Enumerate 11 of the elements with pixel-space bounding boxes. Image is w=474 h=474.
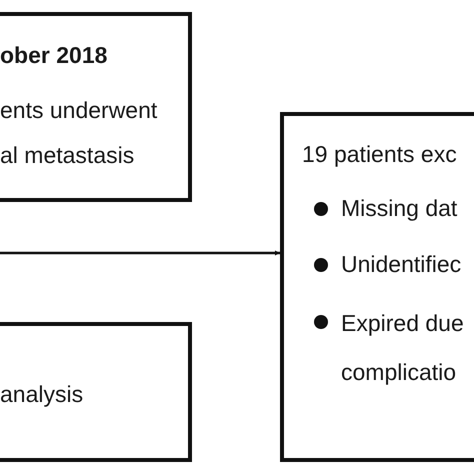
process-box — [0, 12, 192, 202]
list-item: Expired due complicatio — [341, 309, 465, 387]
process-box — [0, 322, 192, 462]
box-text: ents underwent al metastasis — [0, 96, 158, 170]
box-text: analysis — [0, 380, 84, 409]
box-heading: ober 2018 — [0, 41, 108, 70]
process-box — [280, 112, 474, 462]
list-item: Unidentifiec — [341, 250, 462, 279]
box-text: 19 patients exc — [302, 140, 457, 169]
list-item: Missing dat — [341, 194, 458, 223]
arrow — [0, 250, 280, 256]
